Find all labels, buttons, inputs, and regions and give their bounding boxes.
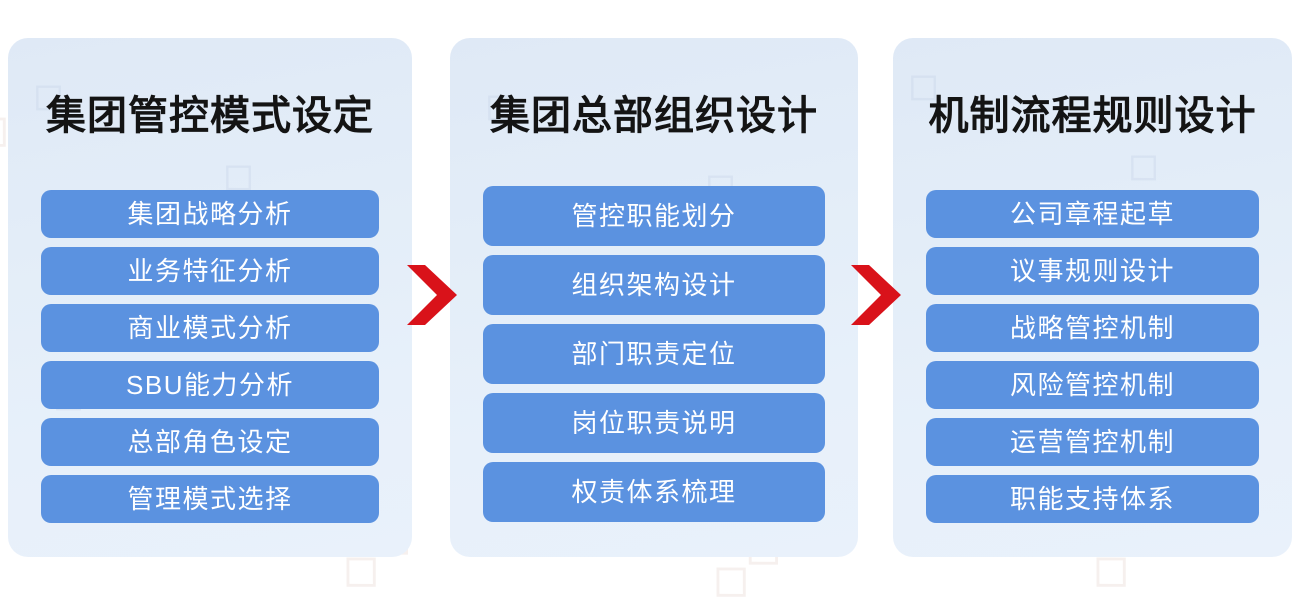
stage-item[interactable]: 集团战略分析 xyxy=(41,190,379,238)
stage-item[interactable]: 组织架构设计 xyxy=(483,255,825,315)
stage-title-2: 集团总部组织设计 xyxy=(490,94,818,138)
stage-item[interactable]: 职能支持体系 xyxy=(926,475,1259,523)
stage-item[interactable]: 业务特征分析 xyxy=(41,247,379,295)
stage-item-list-2: 管控职能划分 组织架构设计 部门职责定位 岗位职责说明 权责体系梳理 xyxy=(450,186,858,522)
stage-item[interactable]: 商业模式分析 xyxy=(41,304,379,352)
stage-item[interactable]: 总部角色设定 xyxy=(41,418,379,466)
stage-panel-3[interactable]: ◇ ◇ ◇ 机制流程规则设计 公司章程起草 议事规则设计 战略管控机制 风险管控… xyxy=(893,38,1292,557)
stage-item[interactable]: 公司章程起草 xyxy=(926,190,1259,238)
stage-item[interactable]: 部门职责定位 xyxy=(483,324,825,384)
stage-item[interactable]: SBU能力分析 xyxy=(41,361,379,409)
chevron-right-icon xyxy=(407,263,457,327)
stage-item[interactable]: 管理模式选择 xyxy=(41,475,379,523)
stage-item[interactable]: 风险管控机制 xyxy=(926,361,1259,409)
stage-item[interactable]: 管控职能划分 xyxy=(483,186,825,246)
stage-title-3: 机制流程规则设计 xyxy=(928,94,1257,138)
stage-item[interactable]: 岗位职责说明 xyxy=(483,393,825,453)
stage-item[interactable]: 议事规则设计 xyxy=(926,247,1259,295)
stage-panel-1[interactable]: ◇ ◇ ◇ 集团管控模式设定 集团战略分析 业务特征分析 商业模式分析 SBU能… xyxy=(8,38,412,557)
stage-panel-2[interactable]: ◇ ◇ ◇ 集团总部组织设计 管控职能划分 组织架构设计 部门职责定位 岗位职责… xyxy=(450,38,858,557)
stage-item-list-1: 集团战略分析 业务特征分析 商业模式分析 SBU能力分析 总部角色设定 管理模式… xyxy=(8,190,412,523)
stage-item[interactable]: 战略管控机制 xyxy=(926,304,1259,352)
stage-item[interactable]: 权责体系梳理 xyxy=(483,462,825,522)
chevron-right-icon xyxy=(851,263,901,327)
stage-item-list-3: 公司章程起草 议事规则设计 战略管控机制 风险管控机制 运营管控机制 职能支持体… xyxy=(893,190,1292,523)
stage-title-1: 集团管控模式设定 xyxy=(46,94,374,138)
stage-item[interactable]: 运营管控机制 xyxy=(926,418,1259,466)
